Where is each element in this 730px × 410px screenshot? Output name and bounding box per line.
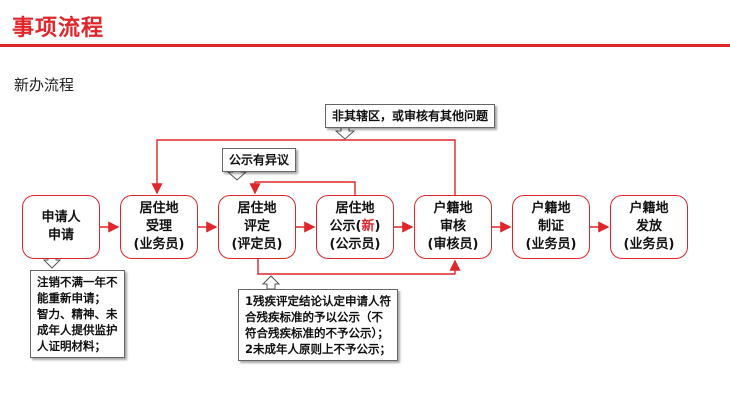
step-line: (业务员) xyxy=(133,237,185,252)
step-line: 发放 xyxy=(635,219,662,234)
step-line: (业务员) xyxy=(525,237,577,252)
callout-arrow-assessment xyxy=(261,275,281,290)
step-line: 户籍地 xyxy=(433,201,473,216)
step-applicant-apply: 申请人 申请 xyxy=(22,195,100,259)
page-title: 事项流程 xyxy=(12,16,105,41)
step-line: (业务员) xyxy=(623,237,675,252)
step-line: 受理 xyxy=(145,219,172,234)
title-underline xyxy=(0,44,730,47)
step-household-distribute: 户籍地 发放 (业务员) xyxy=(610,195,688,259)
note-line: 符合残疾标准的不予公示）； xyxy=(245,326,389,340)
step-line: 公示(新) xyxy=(330,218,381,236)
step-household-review: 户籍地 审核 (审核员) xyxy=(414,195,492,259)
reject-loop xyxy=(151,139,456,195)
step-residence-assess: 居住地 评定 (评定员) xyxy=(218,195,296,259)
note-objection: 公示有异议 xyxy=(222,148,297,172)
note-line: 成年人提供监护 xyxy=(37,323,118,337)
step-line: (公示员) xyxy=(329,237,381,252)
new-tag: 新 xyxy=(361,219,375,234)
section-subtitle: 新办流程 xyxy=(14,76,75,94)
step-line: 评定 xyxy=(243,219,270,234)
step-text: 公示( xyxy=(329,219,362,234)
step-line: 户籍地 xyxy=(629,201,669,216)
step-line: (审核员) xyxy=(427,237,479,252)
note-line: 注销不满一年不 xyxy=(37,275,118,289)
note-line: 能重新申请； xyxy=(37,291,106,305)
note-line: 1残疾评定结论认定申请人符 xyxy=(245,294,392,308)
note-assessment: 1残疾评定结论认定申请人符 合残疾标准的予以公示（不 符合残疾标准的不予公示）；… xyxy=(238,289,399,361)
note-text: 公示有异议 xyxy=(229,153,290,167)
step-line: 户籍地 xyxy=(531,201,571,216)
note-line: 人证明材料； xyxy=(37,339,106,353)
step-line: 居住地 xyxy=(335,201,375,216)
objection-loop xyxy=(249,181,356,195)
step-residence-publicize: 居住地 公示(新) (公示员) xyxy=(316,195,394,259)
step-line: 制证 xyxy=(537,219,564,234)
step-line: 居住地 xyxy=(139,201,179,216)
step-line: 审核 xyxy=(439,219,466,234)
direct-review-path xyxy=(257,259,461,275)
step-line: 申请人 xyxy=(41,210,81,225)
step-line: 居住地 xyxy=(237,201,277,216)
note-line: 2未成年人原则上不予公示； xyxy=(245,342,392,356)
note-text: 非其辖区，或审核有其他问题 xyxy=(332,109,489,123)
note-rejected: 非其辖区，或审核有其他问题 xyxy=(325,104,496,128)
step-household-issue-cert: 户籍地 制证 (业务员) xyxy=(512,195,590,259)
note-applicant: 注销不满一年不 能重新申请； 智力、精神、未 成年人提供监护 人证明材料； xyxy=(30,270,125,358)
note-line: 智力、精神、未 xyxy=(37,307,118,321)
step-line: (评定员) xyxy=(231,237,283,252)
step-line: 申请 xyxy=(47,228,74,243)
note-line: 合残疾标准的予以公示（不 xyxy=(245,310,383,324)
step-residence-accept: 居住地 受理 (业务员) xyxy=(120,195,198,259)
step-text: ) xyxy=(374,219,381,234)
